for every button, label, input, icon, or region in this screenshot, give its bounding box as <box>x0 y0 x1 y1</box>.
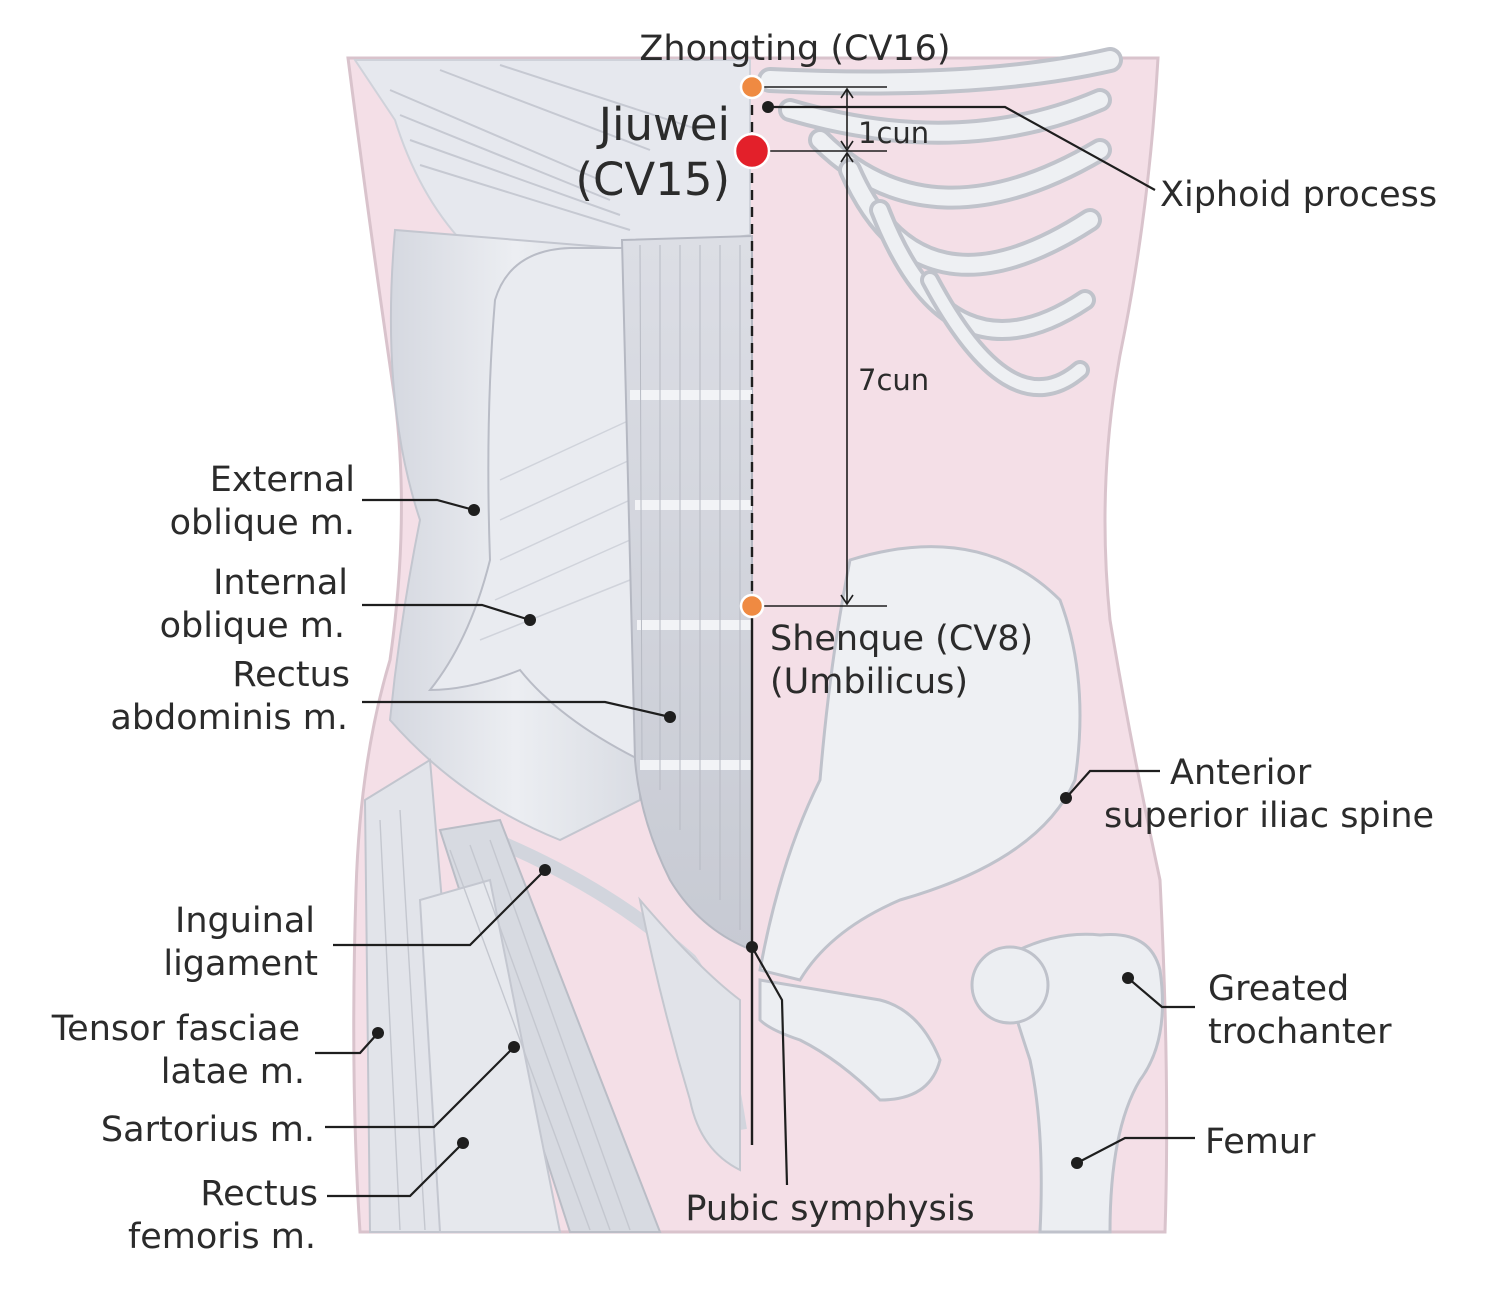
rectus-tendinous-intersections <box>630 390 752 770</box>
dim-1cun-arrow-bottom <box>840 140 854 152</box>
leader-inguinal <box>333 869 546 947</box>
femur-label: Femur <box>1205 1122 1316 1162</box>
pubic-symphysis-label: Pubic symphysis <box>685 1189 974 1229</box>
rectus-fibers <box>639 244 741 930</box>
pubic-bone <box>758 978 942 1102</box>
shenque-label-line2: (Umbilicus) <box>770 662 968 702</box>
inguinal-label-1: Inguinal <box>175 901 315 941</box>
rectus-abdominis-label-2: abdominis m. <box>110 698 348 738</box>
leader-dots <box>372 101 1134 1169</box>
zhongting-label: Zhongting (CV16) <box>639 29 950 69</box>
shenque-point[interactable] <box>739 593 765 619</box>
leader-tensor <box>315 1032 379 1055</box>
leader-femur <box>1076 1136 1195 1164</box>
leader-xiphoid <box>768 105 1156 191</box>
trochanter-label-2: trochanter <box>1208 1012 1392 1052</box>
tensor-label-2: latae m. <box>161 1052 305 1092</box>
internal-oblique-label-1: Internal <box>213 563 348 603</box>
asis-label-2: superior iliac spine <box>1104 796 1434 836</box>
leader-internal-oblique <box>362 603 531 622</box>
tensor-label-1: Tensor fasciae <box>51 1009 300 1049</box>
dim-1cun-arrow-top <box>840 87 854 99</box>
leader-trochanter <box>1127 977 1195 1009</box>
measure-1cun: 1cun <box>858 116 929 150</box>
trochanter-label-1: Greated <box>1208 969 1349 1009</box>
external-oblique-label-1: External <box>210 460 355 500</box>
dim-7cun-arrow-bottom <box>840 594 854 606</box>
rib-cage <box>757 47 1123 397</box>
dim-7cun-arrow-top <box>840 151 854 163</box>
sartorius-label: Sartorius m. <box>101 1110 315 1150</box>
asis-label-1: Anterior <box>1170 753 1312 793</box>
inguinal-label-2: ligament <box>163 944 318 984</box>
external-oblique-label-2: oblique m. <box>170 503 355 543</box>
rectus-femoris-muscle <box>418 878 562 1233</box>
rectus-femoris-label-2: femoris m. <box>128 1217 316 1257</box>
internal-oblique-label-2: oblique m. <box>160 606 345 646</box>
ilium-bone <box>758 545 1082 982</box>
leader-rectus-abdominis <box>362 700 671 719</box>
jiuwei-label-line1: Jiuwei <box>596 98 730 151</box>
internal-oblique-fibers <box>479 419 631 641</box>
leader-rectus-femoris <box>327 1142 464 1198</box>
xiphoid-label: Xiphoid process <box>1160 175 1437 215</box>
lower-abdomen-sheath <box>638 896 741 1172</box>
measure-7cun: 7cun <box>858 363 929 397</box>
zhongting-point[interactable] <box>739 74 765 100</box>
jiuwei-label-line2: (CV15) <box>575 153 730 206</box>
femoral-head <box>970 945 1050 1025</box>
jiuwei-point[interactable] <box>733 132 771 170</box>
leader-pubic <box>751 946 789 1186</box>
thigh-fibers <box>379 809 631 1231</box>
rectus-abdominis-label-1: Rectus <box>232 655 350 695</box>
leader-asis <box>1065 769 1160 799</box>
shenque-label-line1: Shenque (CV8) <box>770 619 1033 659</box>
leader-sartorius <box>325 1046 515 1129</box>
rectus-femoris-label-1: Rectus <box>200 1174 318 1214</box>
pectoral-fibers <box>389 64 701 231</box>
leader-external-oblique <box>362 498 475 512</box>
